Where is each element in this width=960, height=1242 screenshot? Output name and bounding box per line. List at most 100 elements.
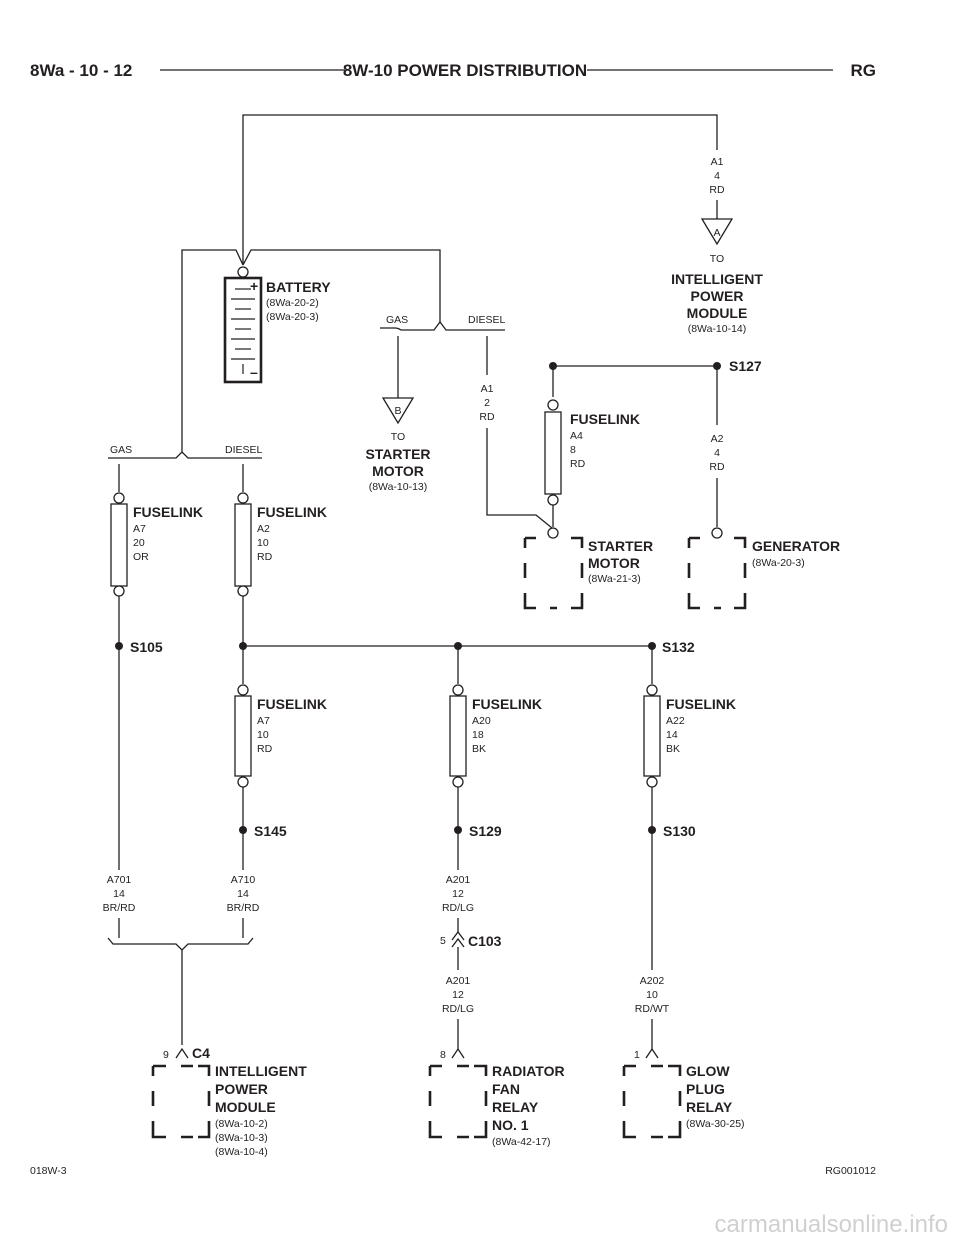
generator-box xyxy=(687,536,747,610)
splice-s105-label: S105 xyxy=(130,639,163,655)
wire-a701-circuit: A701 xyxy=(107,874,132,886)
wire-a701-color: BR/RD xyxy=(103,902,136,914)
split-mid-gas: GAS xyxy=(386,314,408,326)
fuselink-a7-10-body xyxy=(234,695,252,777)
wire-a710-circuit: A710 xyxy=(231,874,256,886)
glow-relay-box xyxy=(622,1064,682,1139)
wire-a201-top-color: RD/LG xyxy=(442,902,474,914)
glow-relay-pin-symbol xyxy=(645,1047,659,1059)
fuselink-a22-bottom-node xyxy=(646,776,658,788)
fuselink-a7-10-top-node xyxy=(237,684,249,696)
wire-a1-2-gauge: 2 xyxy=(484,397,490,409)
connector-b-letter: B xyxy=(394,405,401,417)
glow-relay-line3: RELAY xyxy=(686,1099,733,1115)
footer-image-code: RG001012 xyxy=(825,1165,876,1177)
connector-b-triangle xyxy=(381,397,415,425)
fuselink-a4-body xyxy=(544,411,562,495)
fuselink-a20-circuit: A20 xyxy=(472,715,491,727)
glow-relay-pin: 1 xyxy=(634,1049,640,1061)
battery-terminal-positive xyxy=(237,266,249,278)
starter-to-ref: (8Wa-10-13) xyxy=(369,481,428,493)
radiator-relay-line1: RADIATOR xyxy=(492,1063,565,1079)
fuselink-a7-10-bottom-node xyxy=(237,776,249,788)
wire-a2-4-gauge: 4 xyxy=(714,447,720,459)
ipm-bottom-ref3: (8Wa-10-4) xyxy=(215,1146,268,1158)
watermark-text: carmanualsonline.info xyxy=(715,1211,948,1238)
starter-motor-terminal xyxy=(547,527,559,539)
radiator-relay-box xyxy=(428,1064,488,1139)
fuselink-a7-20-top-node xyxy=(113,492,125,504)
ipm-bottom-ref2: (8Wa-10-3) xyxy=(215,1132,268,1144)
fuselink-a22-body xyxy=(643,695,661,777)
wire-a710-color: BR/RD xyxy=(227,902,260,914)
split-gas-diesel-mid xyxy=(380,320,505,331)
splice-s132-label: S132 xyxy=(662,639,695,655)
wire-battery-to-starter-split xyxy=(242,249,441,322)
fuselink-a7-20-title: FUSELINK xyxy=(133,504,203,520)
glow-relay-line1: GLOW xyxy=(686,1063,730,1079)
fuselink-a2-10-body xyxy=(234,503,252,587)
wire-a201-bot-gauge: 12 xyxy=(452,989,464,1001)
splice-s130-label: S130 xyxy=(663,823,696,839)
wire-a201-bot-circuit: A201 xyxy=(446,975,471,987)
ipm-top-line1: INTELLIGENT xyxy=(671,271,763,287)
ipm-top-line3: MODULE xyxy=(687,305,748,321)
ipm-bottom-ref1: (8Wa-10-2) xyxy=(215,1118,268,1130)
connector-c4-pin xyxy=(175,1047,189,1059)
connector-a-letter: A xyxy=(713,227,720,239)
fuselink-a22-gauge: 14 xyxy=(666,729,678,741)
wire-a2-4-color: RD xyxy=(709,461,725,473)
fuselink-a7-10-gauge: 10 xyxy=(257,729,269,741)
fuselink-a4-color: RD xyxy=(570,458,586,470)
fuselink-a22-color: BK xyxy=(666,743,680,755)
fuselink-a4-gauge: 8 xyxy=(570,444,576,456)
wire-a1-4-color: RD xyxy=(709,184,725,196)
ipm-bottom-connector: C4 xyxy=(192,1045,210,1061)
fuselink-a7-20-circuit: A7 xyxy=(133,523,146,535)
ipm-bottom-line3: MODULE xyxy=(215,1099,276,1115)
fuselink-a22-title: FUSELINK xyxy=(666,696,736,712)
header-page-number: 8Wa - 10 - 12 xyxy=(30,61,132,80)
starter-to-line1: STARTER xyxy=(365,446,430,462)
radiator-relay-line2: FAN xyxy=(492,1081,520,1097)
wire-a202-gauge: 10 xyxy=(646,989,658,1001)
ipm-top-ref: (8Wa-10-14) xyxy=(688,323,747,335)
wire-a710-gauge: 14 xyxy=(237,888,249,900)
starter-motor-line1: STARTER xyxy=(588,538,653,554)
fuselink-a2-10-circuit: A2 xyxy=(257,523,270,535)
fuselink-a7-20-body xyxy=(110,503,128,587)
connector-c103-symbol xyxy=(451,930,465,948)
wire-a1-4-gauge: 4 xyxy=(714,170,720,182)
starter-motor-ref: (8Wa-21-3) xyxy=(588,573,641,585)
splice-s145-label: S145 xyxy=(254,823,287,839)
fuselink-a7-20-gauge: 20 xyxy=(133,537,145,549)
splice-s127-label: S127 xyxy=(729,358,762,374)
split-left-gas: GAS xyxy=(110,444,132,456)
fuselink-a4-bottom-node xyxy=(547,494,559,506)
connector-a-triangle xyxy=(700,218,734,246)
radiator-relay-ref: (8Wa-42-17) xyxy=(492,1136,551,1148)
fuselink-a2-10-gauge: 10 xyxy=(257,537,269,549)
battery-title: BATTERY xyxy=(266,279,331,295)
fuselink-a2-10-color: RD xyxy=(257,551,273,563)
ipm-bottom-line1: INTELLIGENT xyxy=(215,1063,307,1079)
fuselink-a7-20-color: OR xyxy=(133,551,149,563)
ipm-bottom-box xyxy=(151,1064,211,1139)
split-gas-diesel-left xyxy=(108,451,262,459)
fuselink-a20-color: BK xyxy=(472,743,486,755)
starter-to-line2: MOTOR xyxy=(372,463,424,479)
battery-plus-sign: + xyxy=(250,278,258,294)
fuselink-a4-title: FUSELINK xyxy=(570,411,640,427)
ipm-top-line2: POWER xyxy=(691,288,744,304)
glow-relay-line2: PLUG xyxy=(686,1081,725,1097)
generator-terminal xyxy=(711,527,723,539)
wire-a1-2-to-starter xyxy=(486,428,553,529)
c103-pin: 5 xyxy=(440,935,446,947)
ipm-bottom-pin: 9 xyxy=(163,1049,169,1061)
fuselink-a20-title: FUSELINK xyxy=(472,696,542,712)
wire-a202-circuit: A202 xyxy=(640,975,665,987)
starter-motor-box xyxy=(523,536,584,610)
connector-b-to: TO xyxy=(391,431,405,443)
